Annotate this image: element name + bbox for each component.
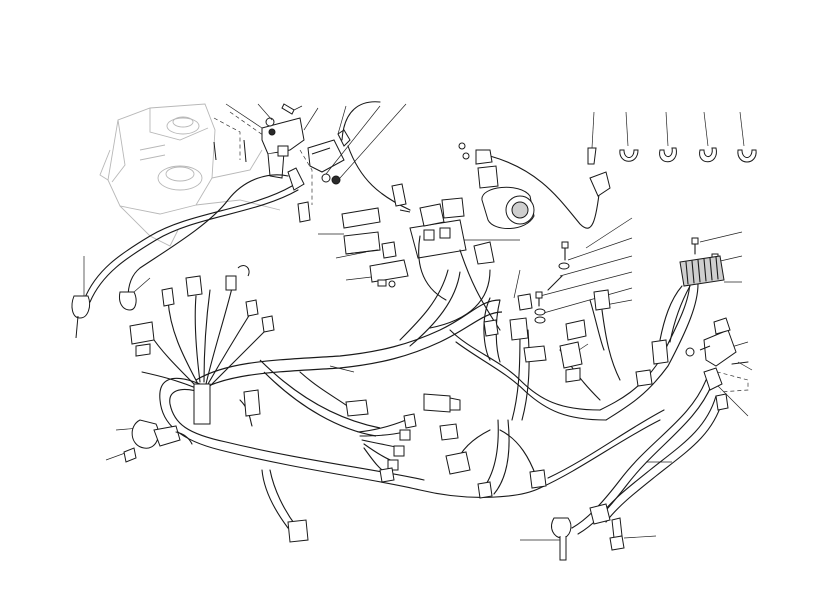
relay-covers bbox=[341, 207, 409, 288]
starter-cable bbox=[341, 101, 611, 229]
ignition-coil-top bbox=[307, 129, 351, 185]
right-ht-leads bbox=[551, 367, 729, 561]
fuse-box bbox=[391, 183, 495, 265]
ignition-bracket bbox=[213, 103, 305, 179]
starter-relay bbox=[477, 165, 535, 229]
mid-connectors bbox=[287, 289, 669, 543]
ignition-coil-right bbox=[699, 317, 737, 367]
cable-clips bbox=[587, 147, 757, 165]
voltage-regulator bbox=[659, 255, 725, 343]
ghost-tank-frame bbox=[99, 103, 281, 247]
assembly-dashes bbox=[213, 111, 749, 393]
left-ht-lead bbox=[71, 167, 311, 339]
center-connector-fan bbox=[345, 399, 417, 483]
side-stand-switch bbox=[123, 419, 193, 463]
left-branch-fan bbox=[129, 265, 275, 425]
